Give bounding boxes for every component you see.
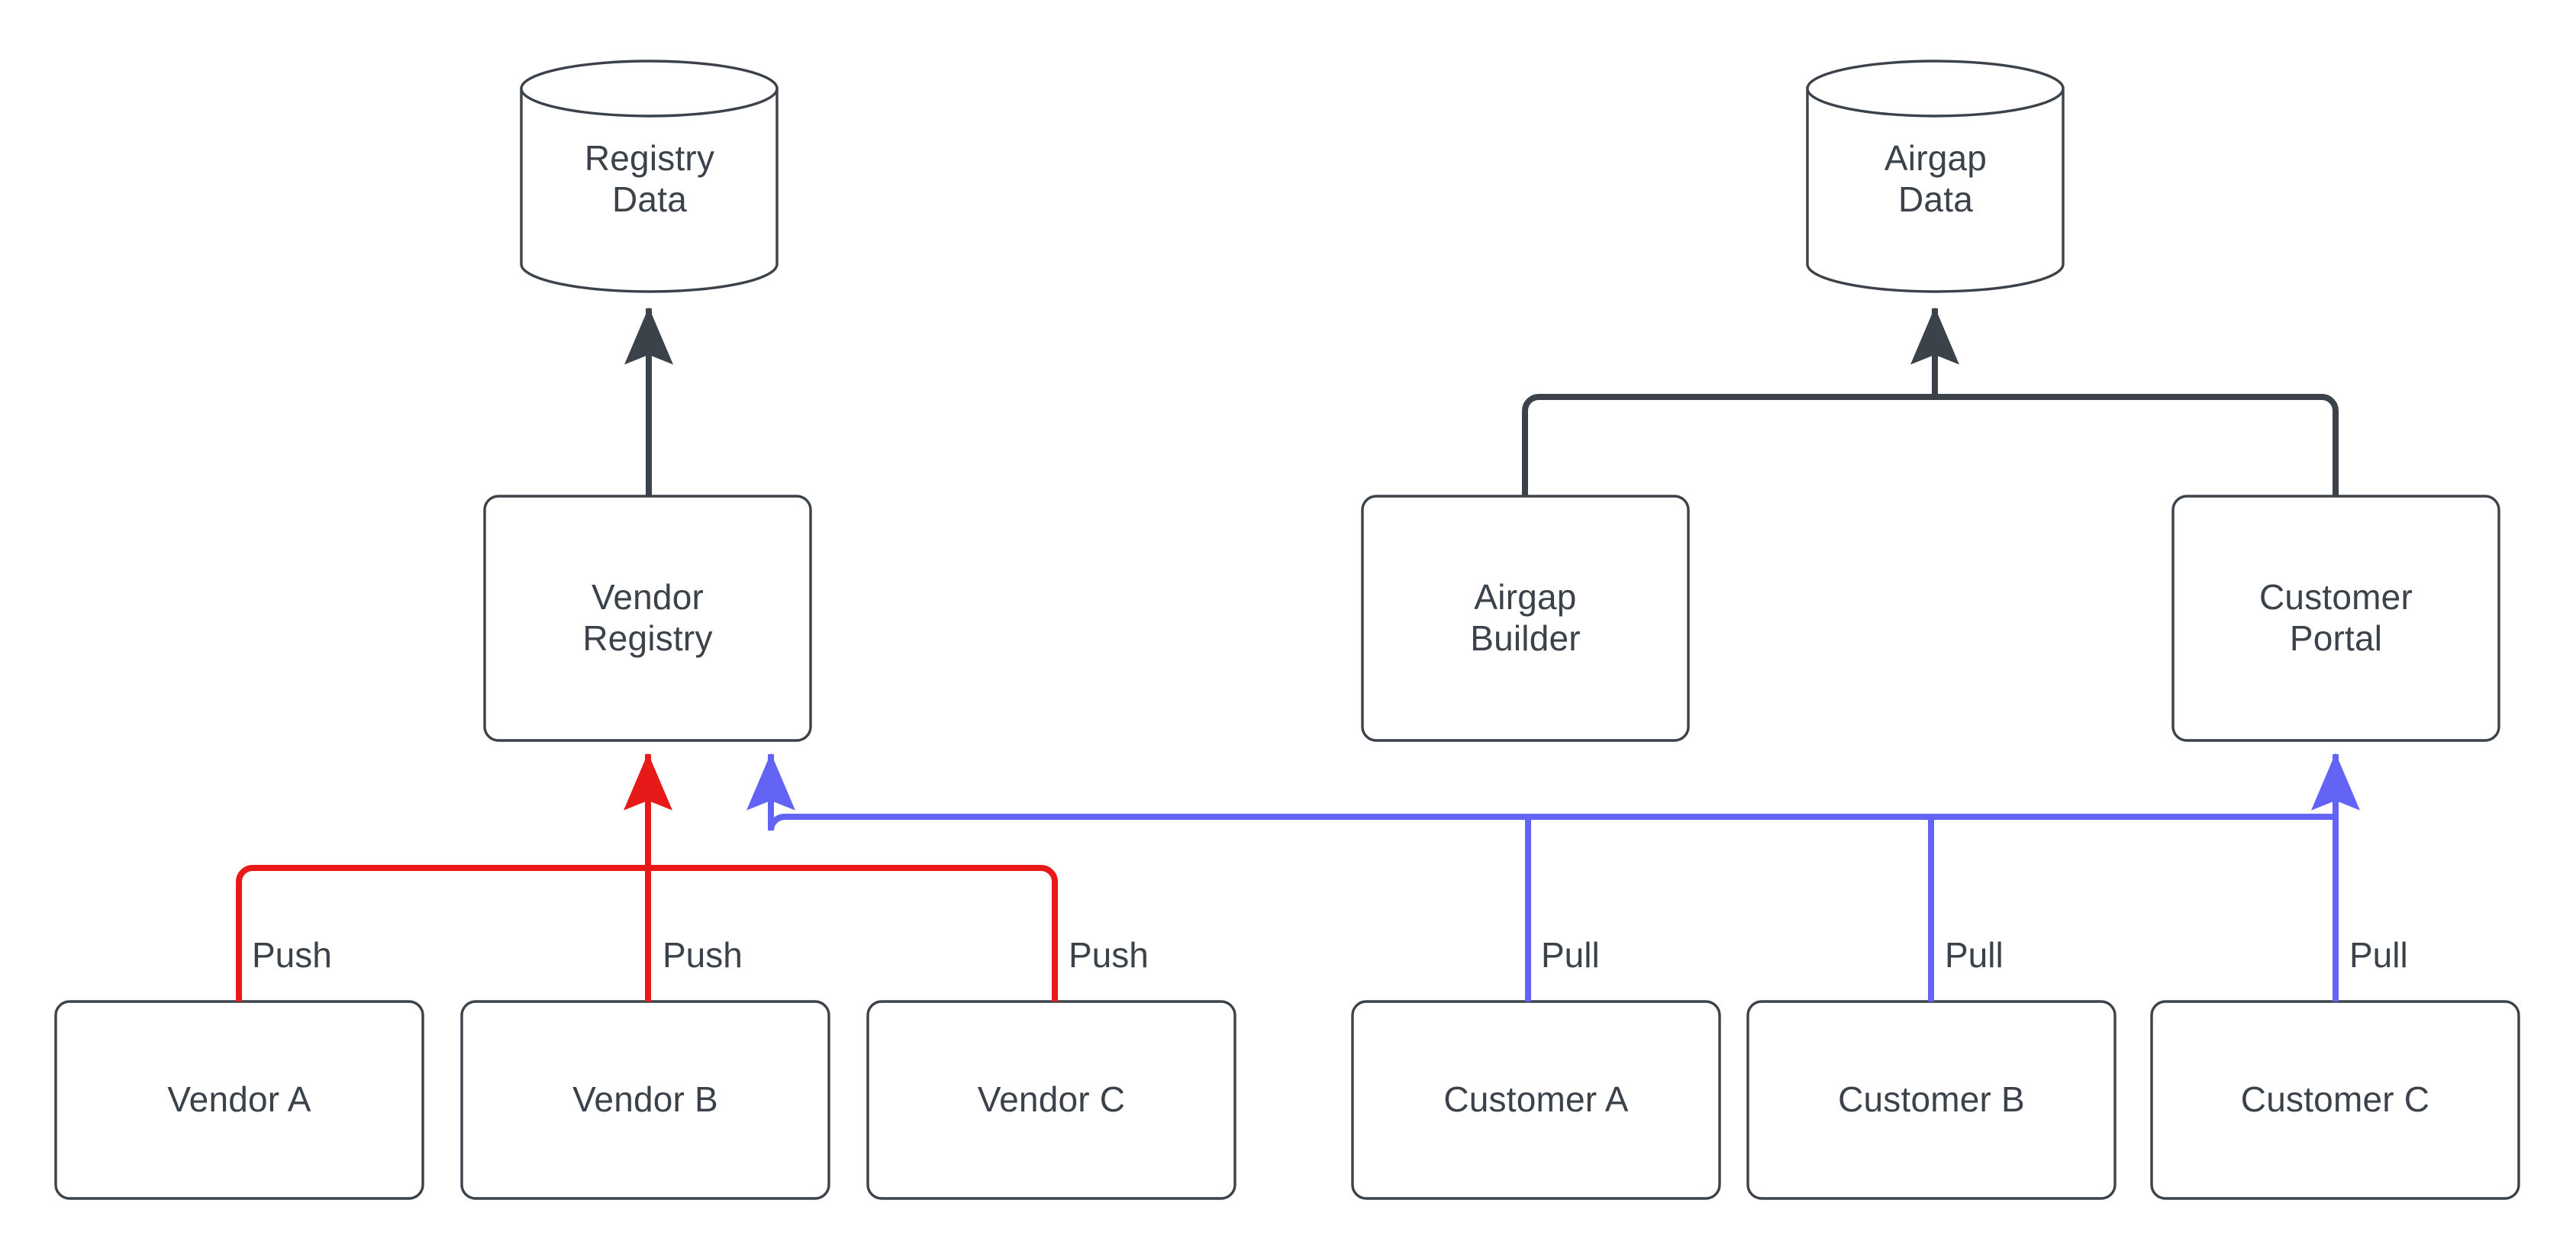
box-airgap-builder xyxy=(1361,495,1690,742)
edge-label-pull-customer-a: Pull xyxy=(1541,935,1600,975)
edge-pull-bus-corner-left xyxy=(768,814,785,831)
edge-airgap-bus-left xyxy=(1522,394,1935,496)
edge-label-pull-customer-c: Pull xyxy=(2349,935,2408,975)
edge-label-push-vendor-a: Push xyxy=(252,935,332,975)
edge-pull-bus-to-vendor-registry xyxy=(746,753,2336,831)
box-customer-portal xyxy=(2171,495,2500,742)
box-customer-b xyxy=(1746,1000,2117,1200)
datastore-registry-data xyxy=(520,60,779,293)
box-vendor-b xyxy=(460,1000,830,1200)
box-customer-c xyxy=(2150,1000,2520,1200)
edge-airgap-bus-right xyxy=(1935,394,2339,496)
box-vendor-registry xyxy=(483,495,812,742)
edge-push-bus-right xyxy=(648,865,1058,1002)
edge-label-pull-customer-b: Pull xyxy=(1945,935,2004,975)
box-vendor-c xyxy=(866,1000,1236,1200)
datastore-airgap-data xyxy=(1806,60,2065,293)
box-customer-a xyxy=(1351,1000,1721,1200)
edge-label-push-vendor-b: Push xyxy=(663,935,743,975)
edge-push-bus-left xyxy=(236,865,648,1002)
edge-label-push-vendor-c: Push xyxy=(1069,935,1149,975)
box-vendor-a xyxy=(54,1000,424,1200)
